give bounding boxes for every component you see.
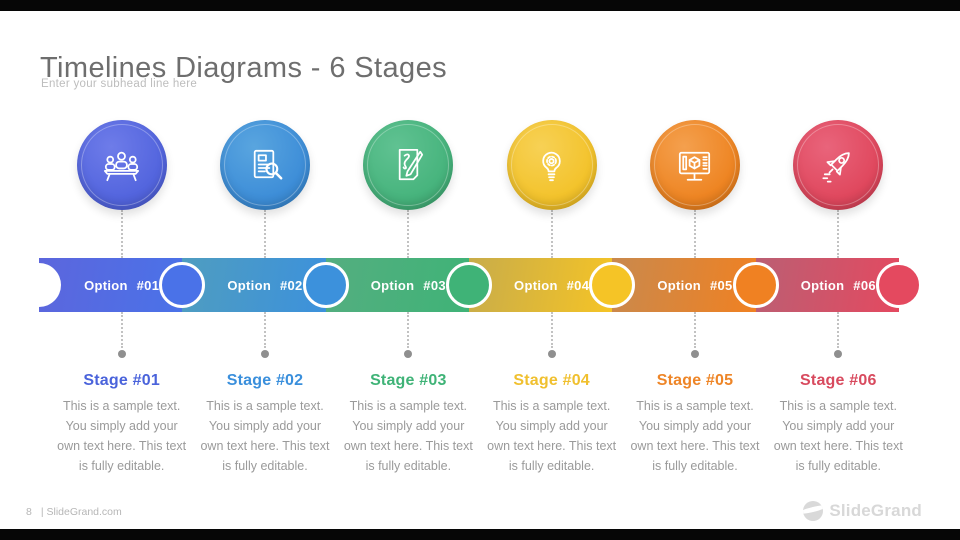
slide-title: Timelines Diagrams - 6 Stages bbox=[40, 52, 447, 85]
slidegrand-logo-text: SlideGrand bbox=[829, 501, 922, 520]
document-search-icon bbox=[254, 149, 283, 180]
timeline-dot bbox=[260, 350, 269, 358]
timeline-dot bbox=[117, 350, 126, 358]
connector-line bbox=[550, 210, 553, 258]
connector-line bbox=[407, 312, 410, 348]
stage-circle-2 bbox=[219, 120, 310, 210]
slidegrand-logo: SlideGrand bbox=[803, 501, 922, 521]
option-segment-4: Option #04 bbox=[468, 258, 636, 312]
stage-body: This is a sample text. You simply add yo… bbox=[200, 399, 330, 473]
stage-body: This is a sample text. You simply add yo… bbox=[630, 399, 760, 473]
stage-column-3: Stage #03 This is a sample text. You sim… bbox=[337, 120, 480, 476]
stage-body: This is a sample text. You simply add yo… bbox=[57, 399, 187, 473]
connector-line bbox=[837, 210, 840, 258]
option-label: Option #02 bbox=[227, 277, 303, 293]
stage-columns: Stage #01 This is a sample text. You sim… bbox=[50, 120, 910, 476]
stage-circle-3 bbox=[363, 120, 454, 210]
stage-column-2: Stage #02 This is a sample text. You sim… bbox=[193, 120, 336, 476]
connector-line bbox=[263, 312, 266, 348]
meeting-icon bbox=[104, 151, 140, 181]
stage-title: Stage #06 bbox=[800, 372, 877, 389]
connector-line bbox=[407, 210, 410, 258]
option-segment-2: Option #02 bbox=[182, 258, 350, 312]
stage-title: Stage #02 bbox=[226, 372, 304, 389]
connector-line bbox=[693, 210, 696, 258]
option-label: Option #06 bbox=[800, 277, 876, 293]
timeline-dot bbox=[834, 350, 843, 358]
design-monitor-icon bbox=[679, 151, 711, 181]
page-number: 8 bbox=[26, 506, 32, 518]
stage-title: Stage #01 bbox=[83, 372, 160, 389]
timeline-dot bbox=[690, 350, 699, 358]
timeline-dot bbox=[404, 350, 413, 358]
option-label: Option #01 bbox=[84, 277, 160, 293]
option-segment-1: Option #01 bbox=[16, 258, 206, 312]
stage-title: Stage #05 bbox=[656, 372, 734, 389]
stage-title: Stage #04 bbox=[513, 372, 590, 389]
connector-line bbox=[263, 210, 266, 258]
slidegrand-logo-icon bbox=[803, 501, 824, 521]
rocket-launch-icon bbox=[822, 151, 850, 183]
stage-circle-5 bbox=[649, 120, 740, 210]
stage-column-6: Stage #06 This is a sample text. You sim… bbox=[767, 120, 910, 476]
connector-line bbox=[120, 312, 123, 348]
stage-body: This is a sample text. You simply add yo… bbox=[773, 399, 903, 473]
letterbox-bar-bottom bbox=[0, 529, 960, 540]
options-band: Option #01 Option #02 Option #03 Option … bbox=[16, 258, 923, 312]
option-segment-3: Option #03 bbox=[325, 258, 493, 312]
stage-body: This is a sample text. You simply add yo… bbox=[487, 399, 617, 473]
timeline-dot bbox=[547, 350, 556, 358]
slide-subhead: Enter your subhead line here bbox=[41, 78, 198, 90]
option-label: Option #03 bbox=[370, 277, 446, 293]
option-segment-5: Option #05 bbox=[612, 258, 780, 312]
stage-title: Stage #03 bbox=[370, 372, 447, 389]
connector-line bbox=[837, 312, 840, 348]
footer-credit: | SlideGrand.com bbox=[40, 506, 122, 518]
letterbox-bar-top bbox=[0, 0, 960, 11]
stage-column-5: Stage #05 This is a sample text. You sim… bbox=[623, 120, 766, 476]
stage-circle-1 bbox=[76, 120, 167, 210]
option-segment-6: Option #06 bbox=[755, 258, 923, 312]
stage-column-1: Stage #01 This is a sample text. You sim… bbox=[50, 120, 193, 476]
stage-circle-6 bbox=[793, 120, 884, 210]
stage-column-4: Stage #04 This is a sample text. You sim… bbox=[480, 120, 623, 476]
idea-bulb-gear-icon bbox=[542, 151, 561, 181]
stage-body: This is a sample text. You simply add yo… bbox=[343, 399, 473, 473]
option-label: Option #04 bbox=[514, 277, 590, 293]
connector-line bbox=[693, 312, 696, 348]
footer: 8 | SlideGrand.com bbox=[26, 506, 122, 518]
connector-line bbox=[120, 210, 123, 258]
option-label: Option #05 bbox=[657, 277, 733, 293]
connector-line bbox=[550, 312, 553, 348]
contract-signing-icon bbox=[398, 148, 423, 180]
stage-circle-4 bbox=[506, 120, 597, 210]
